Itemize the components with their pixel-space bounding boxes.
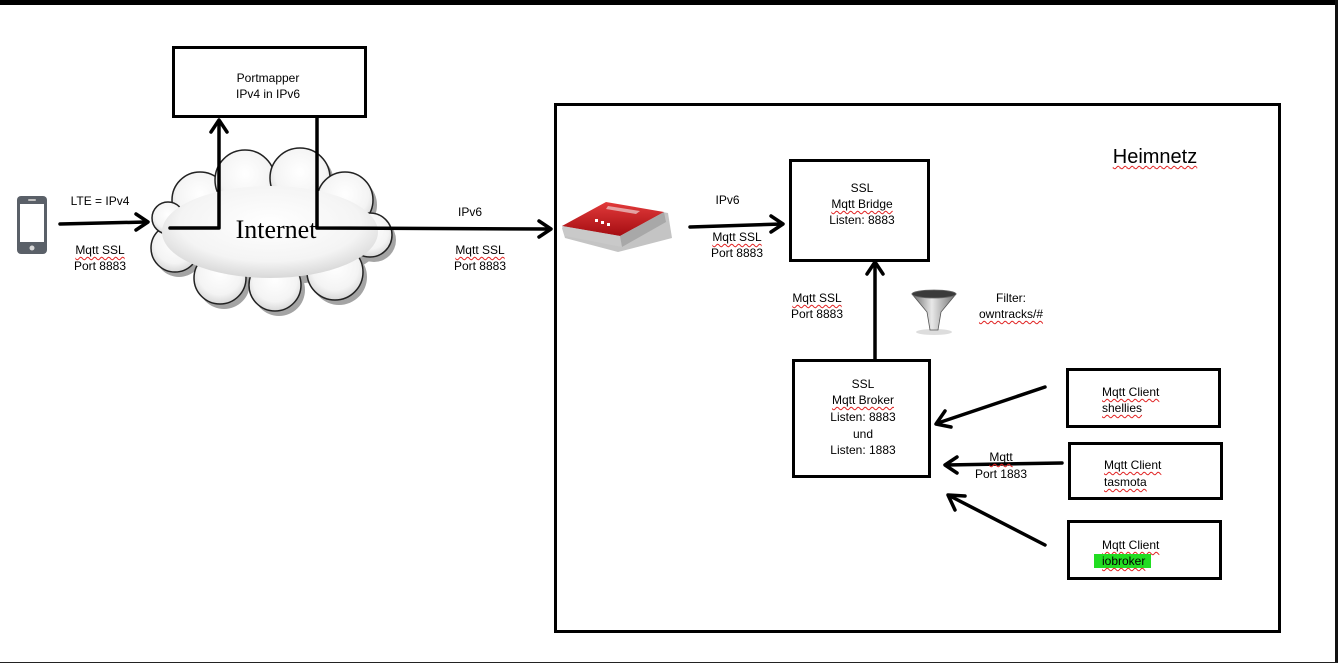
client-shellies-line2-text: shellies [1102,401,1143,415]
portmapper-title: Portmapper [236,71,300,85]
heimnetz-container [554,103,1281,633]
bridge-line3: Listen: 8883 [829,213,895,227]
router-proto-text: Mqtt SSL [455,243,505,257]
broker-proto-text: Mqtt SSL [792,291,842,305]
portmapper-box [172,46,367,118]
broker-line4: und [852,427,874,441]
client-proto-text: Mqtt [989,450,1013,464]
router-port-label: Port 8883 [453,259,507,273]
right-border [1335,0,1338,663]
broker-port-label: Port 8883 [790,307,844,321]
client-shellies-line1: Mqtt Client [1102,384,1159,400]
client-iobroker-line1: Mqtt Client [1102,537,1159,553]
client-port-label: Port 1883 [974,467,1028,481]
client-tasmota-line1-text: Mqtt Client [1104,458,1162,472]
mqtt-bridge-box [789,159,930,262]
arrow-tasmota-to-broker [944,461,1064,467]
broker-line5: Listen: 1883 [830,443,896,457]
client-shellies-line1-text: Mqtt Client [1102,385,1160,399]
broker-line1: SSL [851,377,875,391]
client-iobroker-line1-text: Mqtt Client [1102,538,1160,552]
smartphone-icon [17,196,47,254]
client-tasmota-box [1068,442,1223,500]
broker-line2-text: Mqtt Broker [831,393,894,407]
arrowhead-router [537,219,553,239]
client-tasmota-line1: Mqtt Client [1104,457,1161,473]
bridge-line2: Mqtt Bridge [789,196,935,212]
bridge-port-label: Port 8883 [710,246,764,260]
arrowhead-portmapper [209,118,229,134]
arrowhead-phone [134,212,150,232]
heimnetz-text: Heimnetz [1112,146,1198,168]
bridge-line1: SSL [850,181,874,195]
arrowhead-tasmota [943,455,959,475]
arrow-iobroker-to-broker [948,494,1047,547]
phone-proto-label: Mqtt SSL [62,242,138,258]
filter-topic: owntracks/# [968,306,1054,322]
filter-topic-text: owntracks/# [978,307,1044,321]
client-proto-label: Mqtt [970,449,1032,465]
internet-label: Internet [235,215,317,244]
bridge-line2-text: Mqtt Bridge [831,197,893,211]
top-border [0,0,1338,5]
mqtt-broker-box [792,359,931,478]
client-shellies-line2: shellies [1102,400,1142,416]
router-icon [562,202,672,252]
router-proto-label: Mqtt SSL [440,242,520,258]
client-tasmota-line2: tasmota [1104,474,1147,490]
client-iobroker-line2-text: iobroker [1094,554,1152,568]
client-iobroker-box [1067,520,1222,580]
heimnetz-label: Heimnetz [1100,145,1210,169]
client-shellies-box [1066,368,1221,428]
arrowhead-iobroker [946,493,967,512]
filter-label: Filter: [996,291,1026,305]
client-iobroker-line2: iobroker [1094,553,1152,569]
arrowhead-bridge [769,214,785,234]
arrow-router-to-bridge [688,222,784,229]
phone-proto-text: Mqtt SSL [75,243,125,257]
broker-line2: Mqtt Broker [792,392,934,408]
broker-proto-label: Mqtt SSL [778,290,856,306]
bridge-proto-text: Mqtt SSL [712,230,762,244]
arrow-shellies-to-broker [936,385,1047,425]
arrow-to-portmapper [168,120,221,230]
broker-line3: Listen: 8883 [830,410,896,424]
bridge-proto-label: Mqtt SSL [698,229,776,245]
arrow-phone-to-cloud [58,220,148,226]
bridge-ipv6-label: IPv6 [715,193,740,207]
phone-link-label: LTE = IPv4 [70,194,130,208]
internet-cloud-icon [150,147,396,316]
arrow-portmapper-to-router [315,116,552,231]
client-tasmota-line2-text: tasmota [1104,475,1147,489]
router-ipv6-label: IPv6 [457,205,482,219]
filter-funnel-icon [911,289,957,335]
portmapper-subtitle: IPv4 in IPv6 [235,87,301,101]
arrowhead-bridge-up [865,260,885,276]
arrowhead-shellies [934,409,953,429]
phone-port-label: Port 8883 [73,259,127,273]
